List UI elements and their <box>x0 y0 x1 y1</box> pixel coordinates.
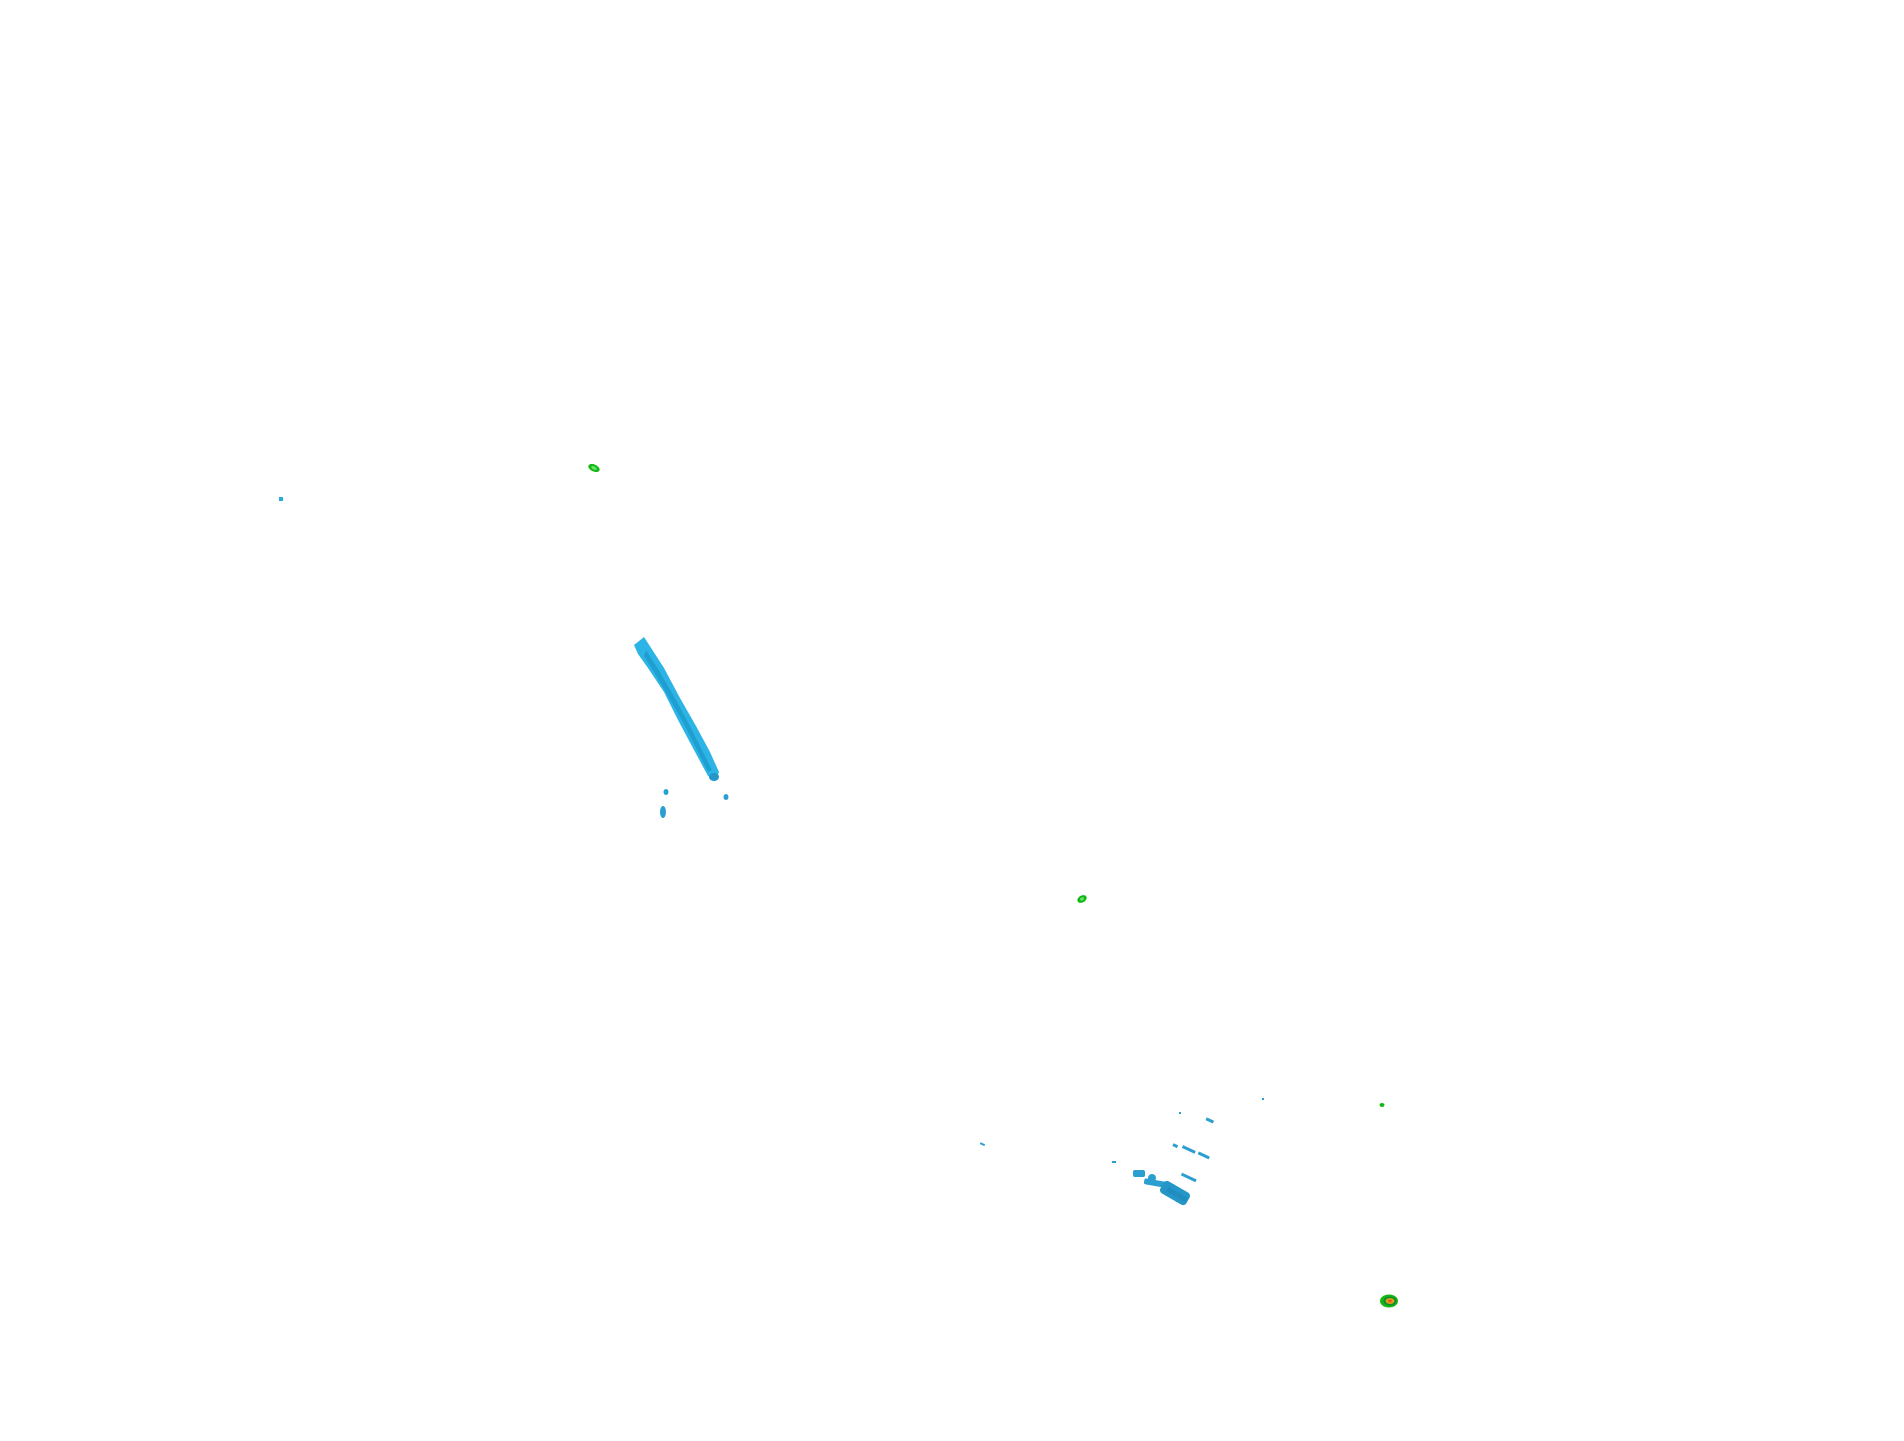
blob-top-green <box>588 463 600 473</box>
blob-mid-green <box>1077 895 1087 903</box>
drops-below-streak <box>660 789 729 818</box>
fragments-lower-right <box>979 1098 1264 1206</box>
hotspot-orange-green <box>1380 1294 1398 1308</box>
speck-left-blue <box>279 497 283 501</box>
speck-lower-green <box>1379 1103 1385 1107</box>
streak-blue-main <box>634 637 719 781</box>
